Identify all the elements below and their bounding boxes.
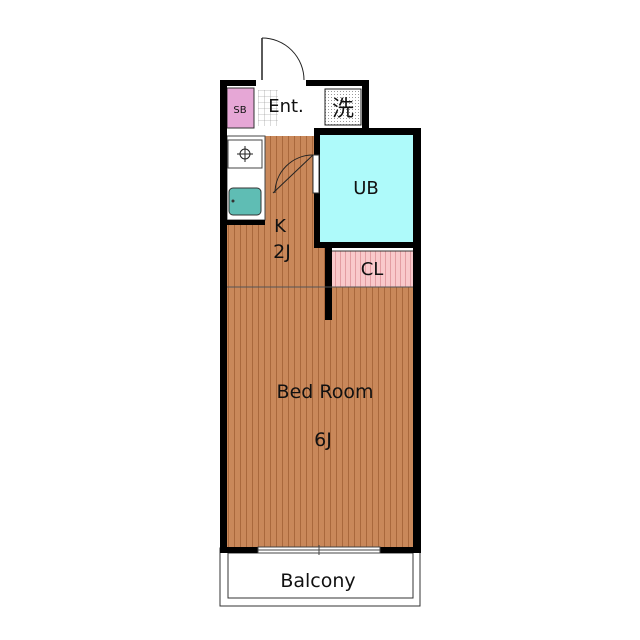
entrance-tiles <box>258 90 278 126</box>
washer-label: 洗 <box>332 97 354 122</box>
sink-icon <box>228 187 262 216</box>
shoe-box <box>226 87 255 129</box>
entrance-label: Ent. <box>268 96 304 117</box>
bedroom-label: Bed Room <box>277 381 374 403</box>
bedroom-size-label: 6J <box>314 429 332 451</box>
unit-bath <box>320 133 414 242</box>
kitchen-counter <box>226 135 266 221</box>
entrance-door <box>261 37 305 81</box>
closet-area <box>332 251 413 287</box>
kitchen-size-label: 2J <box>273 241 291 263</box>
balcony-window <box>257 545 381 555</box>
washer-space <box>324 88 362 126</box>
unit-bath-label: UB <box>353 178 379 199</box>
shoe-box-label: SB <box>233 105 246 116</box>
closet-label: CL <box>361 259 384 280</box>
balcony-label: Balcony <box>280 570 355 592</box>
stove-burner-icon <box>237 146 253 162</box>
bedroom-floor <box>227 287 413 548</box>
bath-door <box>272 154 320 194</box>
kitchen-label: K <box>274 216 287 237</box>
